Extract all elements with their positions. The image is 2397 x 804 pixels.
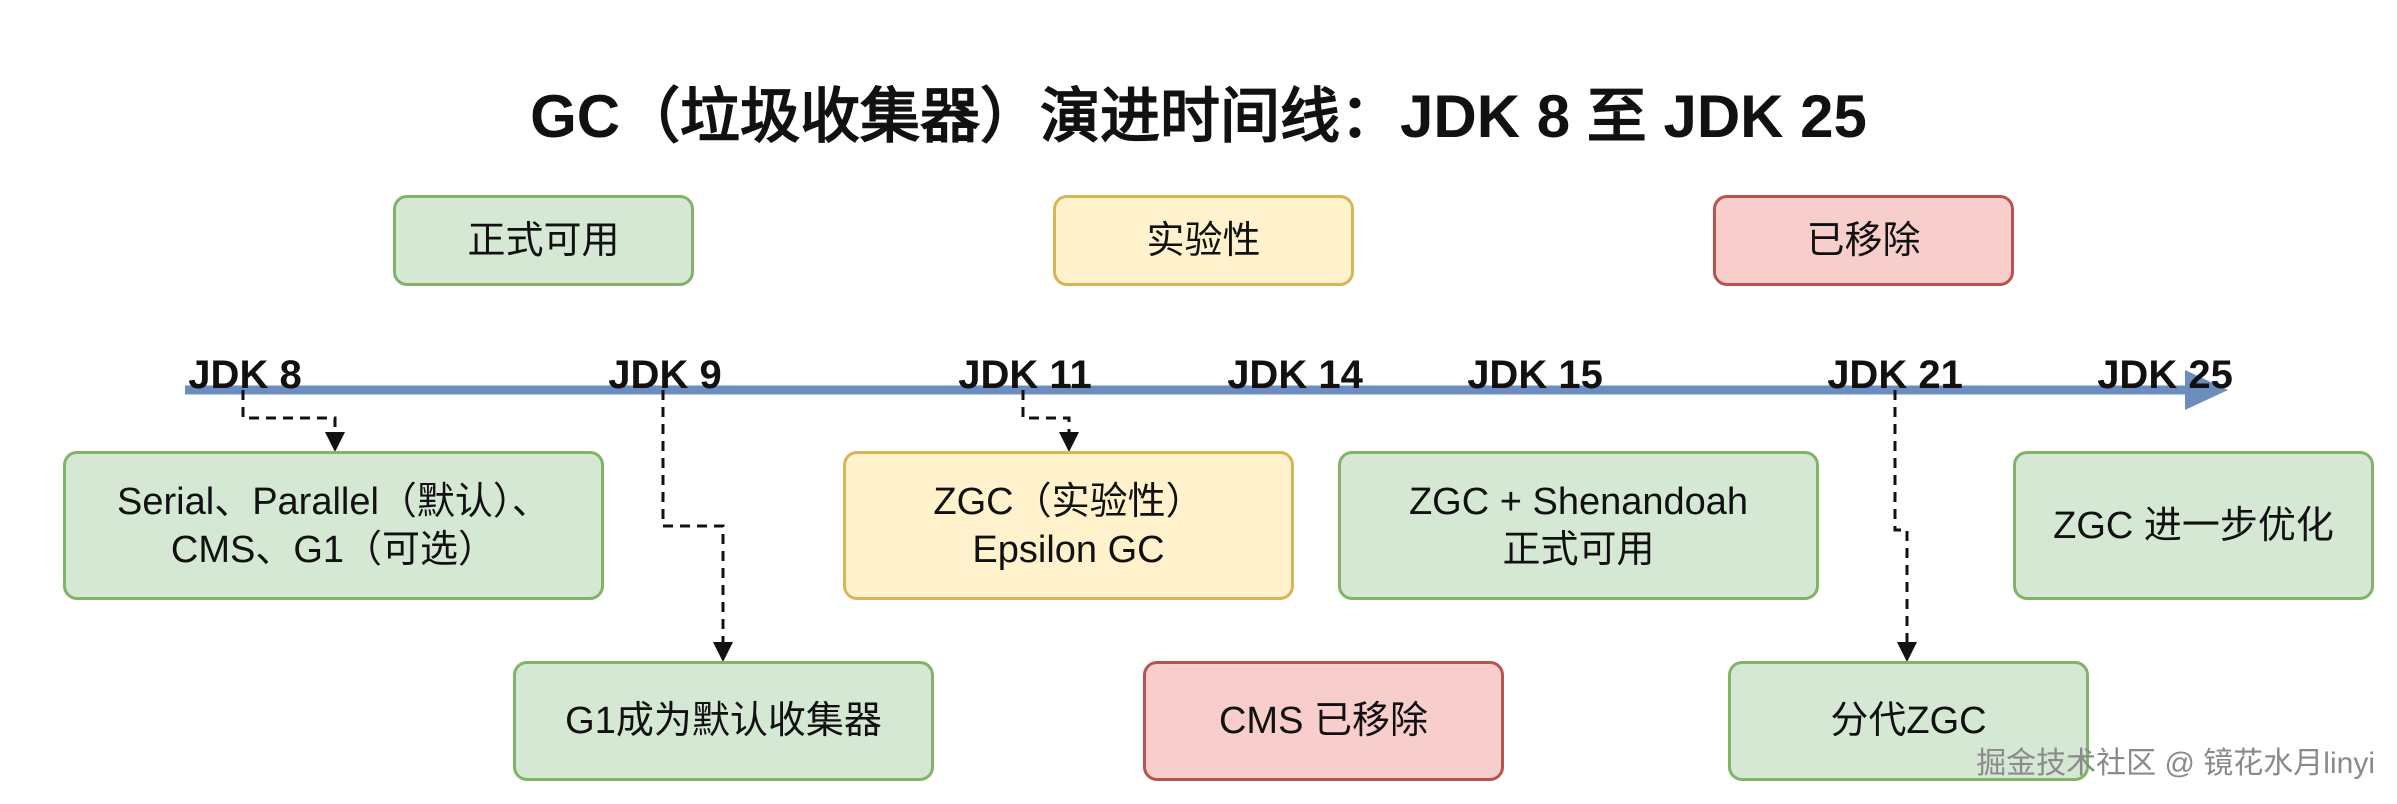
- connector-jdk11-arrowhead: [1059, 432, 1079, 452]
- event-jdk11-zgc-epsilon: ZGC（实验性） Epsilon GC: [843, 451, 1294, 600]
- timeline-arrowhead: [2185, 370, 2228, 410]
- connector-jdk8-arrowhead: [325, 432, 345, 452]
- jdk-label-8: JDK 8: [188, 353, 302, 397]
- legend-removed: 已移除: [1713, 195, 2014, 286]
- legend-available: 正式可用: [393, 195, 694, 286]
- connector-jdk9: [661, 390, 725, 652]
- jdk-label-14: JDK 14: [1227, 353, 1363, 397]
- event-jdk9-g1-default: G1成为默认收集器: [513, 661, 934, 781]
- jdk-label-21: JDK 21: [1827, 353, 1963, 397]
- jdk-label-9: JDK 9: [608, 353, 722, 397]
- jdk-label-15: JDK 15: [1467, 353, 1603, 397]
- legend-experimental: 实验性: [1053, 195, 1354, 286]
- connector-jdk9-arrowhead: [713, 642, 733, 662]
- jdk-label-25: JDK 25: [2097, 353, 2233, 397]
- event-jdk14-cms-removed: CMS 已移除: [1143, 661, 1504, 781]
- watermark: 掘金技术社区 @ 镜花水月linyi: [1976, 747, 2375, 780]
- event-jdk8-collectors: Serial、Parallel（默认）、 CMS、G1（可选）: [63, 451, 604, 600]
- event-jdk25-zgc-optimized: ZGC 进一步优化: [2013, 451, 2374, 600]
- event-jdk15-zgc-shenandoah: ZGC + Shenandoah 正式可用: [1338, 451, 1819, 600]
- diagram-title: GC（垃圾收集器）演进时间线：JDK 8 至 JDK 25: [530, 83, 1867, 150]
- connector-jdk8: [241, 390, 337, 448]
- event-jdk21-generational-zgc: 分代ZGC: [1728, 661, 2089, 781]
- connector-jdk21: [1893, 390, 1909, 652]
- jdk-label-11: JDK 11: [958, 353, 1092, 397]
- connector-jdk21-arrowhead: [1897, 642, 1917, 662]
